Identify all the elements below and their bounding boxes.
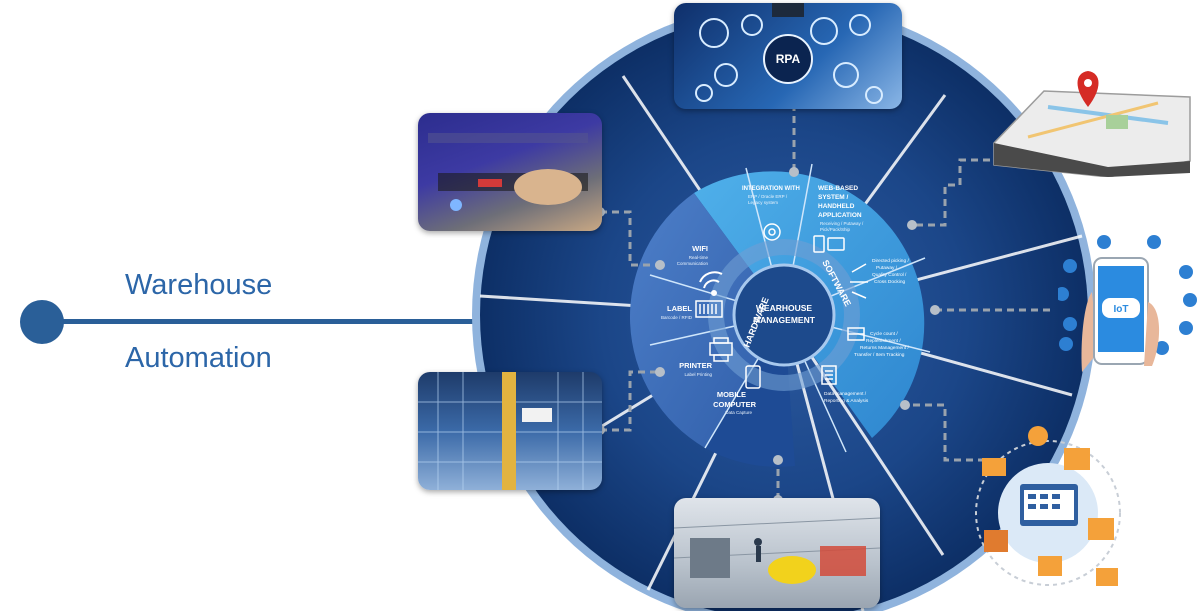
integration-title: INTEGRATION WITH — [742, 186, 800, 192]
center-disc — [732, 263, 836, 367]
label-title: LABEL — [667, 304, 692, 313]
datamgmt-title: Data management / — [824, 391, 867, 397]
title-automation: Automation — [125, 342, 272, 374]
agv-warehouse-photo — [674, 498, 880, 608]
pick-to-light-photo — [418, 113, 602, 231]
webbased-title4: APPLICATION — [818, 212, 862, 219]
mobile-title: MOBILE — [717, 390, 746, 399]
printer-icon — [709, 337, 733, 362]
agv-illustration — [674, 517, 880, 584]
webbased-title2: SYSTEM / — [818, 194, 849, 201]
directed-sub3: Cross Docking — [874, 279, 906, 285]
webbased-sub2: Pick/Pack/Ship — [820, 227, 851, 232]
datamgmt-sub1: Reporting & Analysis — [824, 398, 869, 404]
wifi-title: WIFI — [692, 244, 708, 253]
label-band — [708, 239, 860, 391]
directed-sub1: Putaway / — [876, 265, 898, 271]
iot-text: IoT — [1114, 304, 1129, 315]
webbased-title: WEB-BASED — [818, 185, 858, 192]
picking-arrows-icon — [850, 263, 868, 299]
logistics-illustration — [975, 426, 1121, 586]
wifi-sub1: Real-time — [689, 255, 709, 260]
center-line1: WEARHOUSE — [756, 303, 813, 313]
cyclecount-title: Cycle count / — [870, 331, 898, 337]
printer-sub1: Label Printing — [684, 372, 712, 377]
report-document-icon — [821, 365, 837, 385]
pick-to-light-illustration — [428, 133, 588, 211]
cycle-count-icon — [847, 327, 865, 341]
gear-icon — [763, 223, 781, 241]
barcode-label-icon — [695, 300, 723, 318]
mobile-title2: COMPUTER — [713, 400, 757, 409]
integration-sub1: ERP / Oracle ERP / — [748, 194, 788, 199]
directed-title: Directed picking / — [872, 258, 909, 264]
handheld-icon — [813, 235, 845, 253]
wifi-icon — [699, 271, 723, 296]
map-location-photo — [988, 67, 1198, 177]
automated-storage-photo — [418, 372, 602, 490]
wifi-sub2: Communication — [677, 261, 709, 266]
webbased-title3: HANDHELD — [818, 203, 855, 210]
connector-dot — [20, 300, 64, 344]
storage-rack-illustration — [418, 372, 602, 490]
hardware-sector — [629, 193, 784, 448]
directed-sub2: Quality Control / — [872, 272, 907, 278]
label-sub1: Barcode / RFID — [661, 315, 693, 320]
iot-phone-photo: IoT — [1058, 232, 1198, 382]
rpa-gears-illustration: RPA — [695, 3, 883, 104]
connector-line — [50, 319, 475, 324]
dashed-connectors — [600, 104, 1050, 500]
cyclecount-sub1: Replenishment / — [866, 338, 901, 344]
cyclecount-sub2: Returns Management / — [860, 345, 909, 351]
iot-phone-illustration: IoT — [1058, 235, 1197, 372]
rpa-photo: RPA — [674, 3, 902, 109]
title-warehouse: Warehouse — [125, 269, 273, 301]
cyclecount-sub3: Transfer / Item Tracking — [854, 352, 905, 358]
mobile-computer-icon — [745, 365, 761, 389]
webbased-sub1: Receiving / Putaway / — [820, 221, 864, 226]
map-pin-illustration — [993, 71, 1191, 177]
logistics-network-photo — [968, 418, 1128, 608]
mobile-sub1: Data Capture — [725, 410, 752, 415]
integration-sub2: Legacy system — [748, 200, 778, 205]
printer-title: PRINTER — [679, 361, 713, 370]
center-line2: MANAGEMENT — [753, 315, 816, 325]
rpa-text: RPA — [776, 52, 801, 66]
